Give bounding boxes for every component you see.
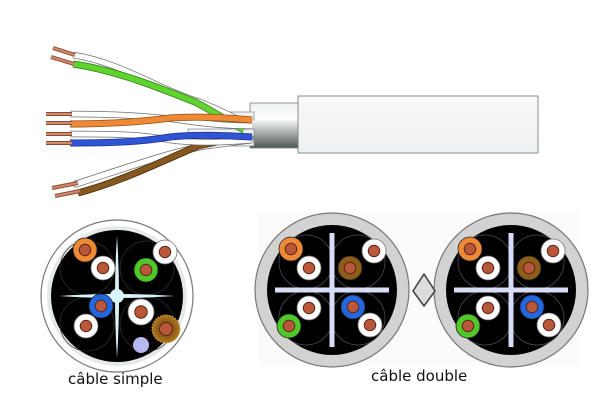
white-wire bbox=[357, 312, 383, 338]
copper-core bbox=[302, 261, 316, 275]
green-wire bbox=[455, 313, 481, 339]
white-wire bbox=[73, 313, 99, 339]
copper-core bbox=[159, 322, 173, 336]
cable-shield bbox=[249, 102, 299, 149]
white-wire bbox=[475, 255, 501, 281]
copper-core bbox=[463, 242, 477, 256]
white-wire bbox=[361, 238, 387, 264]
white-wire bbox=[296, 295, 322, 321]
copper-core bbox=[542, 318, 556, 332]
white-wire bbox=[152, 239, 178, 265]
copper-core bbox=[94, 299, 108, 313]
cross-section-double-left bbox=[254, 212, 410, 368]
green-wire bbox=[133, 257, 159, 283]
copper-core bbox=[302, 301, 316, 315]
copper-core bbox=[134, 305, 148, 319]
orange-wire bbox=[278, 236, 304, 262]
copper-core bbox=[481, 261, 495, 275]
copper-core bbox=[546, 244, 560, 258]
drain-wire bbox=[133, 337, 149, 353]
cable-jacket bbox=[297, 95, 539, 154]
copper-core bbox=[346, 300, 360, 314]
copper-core bbox=[481, 301, 495, 315]
copper-core bbox=[96, 261, 110, 275]
orange-pair bbox=[46, 110, 253, 130]
cable-side-view bbox=[46, 46, 539, 198]
white-wire bbox=[127, 298, 155, 326]
white-wire bbox=[90, 255, 116, 281]
blue-wire bbox=[519, 294, 545, 320]
copper-core bbox=[284, 242, 298, 256]
cross-section-simple bbox=[40, 219, 194, 373]
brown-wire bbox=[337, 255, 363, 281]
brown-wire bbox=[516, 255, 542, 281]
copper-core bbox=[522, 261, 536, 275]
white-wire bbox=[296, 255, 322, 281]
copper-core bbox=[363, 318, 377, 332]
blue-wire bbox=[340, 294, 366, 320]
blue-wire bbox=[88, 293, 114, 319]
separator-v bbox=[329, 233, 335, 347]
copper-core bbox=[79, 319, 93, 333]
white-wire bbox=[540, 238, 566, 264]
brown-pair bbox=[51, 134, 254, 198]
connector-diamond bbox=[412, 273, 436, 307]
blue-pair bbox=[46, 130, 253, 147]
separator-center bbox=[110, 289, 124, 303]
separator-v bbox=[508, 233, 514, 347]
copper-core bbox=[461, 319, 475, 333]
cross-section-double-right bbox=[433, 212, 589, 368]
orange-wire bbox=[72, 237, 98, 263]
brown-wire bbox=[151, 314, 181, 344]
green-wire bbox=[276, 313, 302, 339]
caption-simple-cable: câble simple bbox=[68, 370, 163, 388]
copper-core bbox=[158, 245, 172, 259]
copper-core bbox=[343, 261, 357, 275]
caption-double-cable: câble double bbox=[371, 367, 468, 385]
copper-core bbox=[525, 300, 539, 314]
white-wire bbox=[536, 312, 562, 338]
copper-core bbox=[282, 319, 296, 333]
copper-core bbox=[139, 263, 153, 277]
white-wire bbox=[475, 295, 501, 321]
orange-wire bbox=[457, 236, 483, 262]
copper-core bbox=[78, 243, 92, 257]
copper-core bbox=[367, 244, 381, 258]
